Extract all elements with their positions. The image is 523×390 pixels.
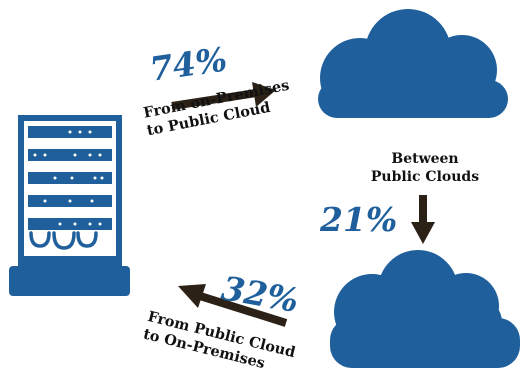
between-public-label-line1: Between <box>391 151 459 167</box>
between-public-label-line2: Public Clouds <box>370 169 480 185</box>
between-public-label: Between Public Clouds <box>355 150 495 186</box>
between-public-percent: 21% <box>320 200 398 239</box>
